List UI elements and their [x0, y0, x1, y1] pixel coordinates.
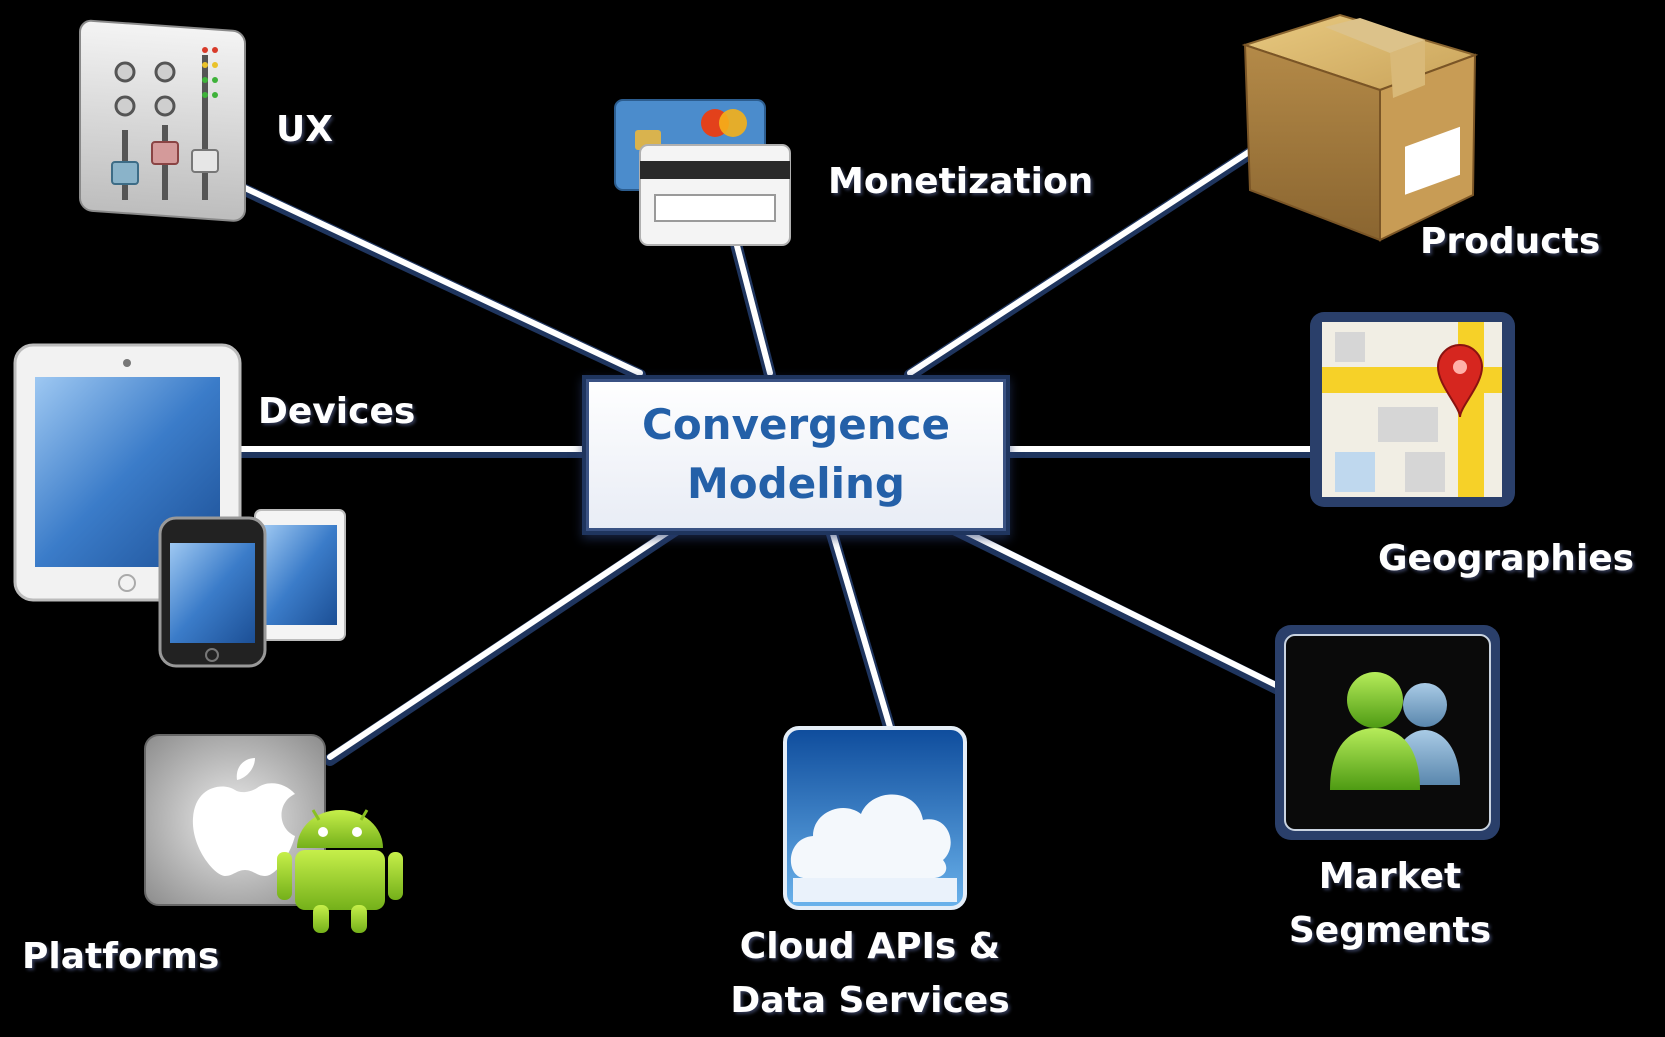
hub-title-line2: Modeling: [687, 459, 905, 508]
users-icon: [1275, 625, 1500, 840]
connector-lines: [234, 144, 1316, 766]
market-label: Market Segments: [1240, 850, 1540, 958]
cardboard-box-icon: [1241, 13, 1479, 242]
monetization-label: Monetization: [828, 161, 1094, 202]
ux-label: UX: [276, 109, 333, 150]
cloud-label: Cloud APIs & Data Services: [700, 920, 1040, 1028]
products-label: Products: [1420, 221, 1601, 262]
market-label-line1: Market: [1318, 856, 1462, 897]
cloud-icon: [783, 726, 967, 910]
geographies-label: Geographies: [1378, 538, 1635, 579]
platforms-label: Platforms: [22, 936, 220, 977]
map-pin-icon: [1310, 312, 1515, 507]
tablet-phone-icon: [13, 343, 346, 668]
hub-box: Convergence Modeling: [582, 375, 1010, 535]
hub-title-line1: Convergence: [642, 400, 950, 450]
market-label-line2: Segments: [1288, 910, 1492, 951]
credit-cards-icon: [614, 99, 791, 246]
mixer-sliders-icon: [79, 19, 246, 222]
devices-label: Devices: [258, 391, 416, 432]
apple-android-icon: [144, 734, 403, 933]
cloud-label-line2: Data Services: [730, 980, 1010, 1021]
cloud-label-line1: Cloud APIs &: [739, 926, 1001, 967]
